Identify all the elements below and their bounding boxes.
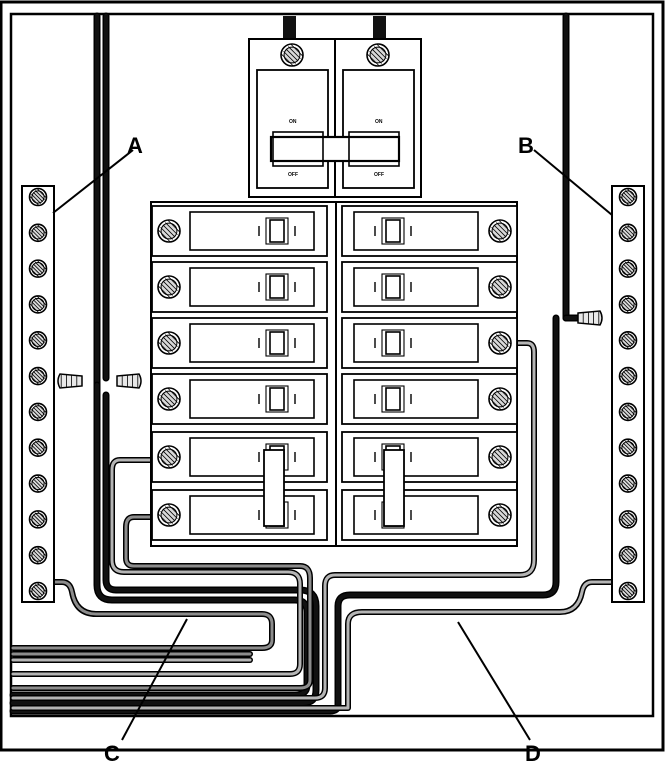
breaker-screw: [488, 503, 512, 527]
service-feed-wire-left: [283, 16, 296, 42]
tie-bar-right: [383, 449, 405, 527]
bus-bar-b-screw: [618, 438, 638, 458]
label-d: D: [525, 741, 541, 766]
wire-nut-left-1: [57, 373, 83, 389]
ground-wire-b: [10, 579, 615, 711]
leader-line-d: [457, 621, 531, 741]
branch-breaker-left-3: [151, 317, 328, 369]
wire-nuts: [57, 310, 603, 389]
breaker-screw: [488, 219, 512, 243]
tie-bar-left: [263, 449, 285, 527]
branch-breaker-left-1: [151, 205, 328, 257]
breaker-screw: [488, 387, 512, 411]
hot-wire-bundle-1: [9, 381, 311, 699]
branch-breakers: [150, 201, 518, 547]
bus-bar-b-screw: [618, 223, 638, 243]
wire-nut-right: [577, 310, 603, 326]
leader-line-c: [121, 618, 188, 741]
branch-breaker-right-4: [341, 373, 518, 425]
bus-bar-a-screw: [28, 223, 48, 243]
bus-bar-a-screw: [28, 402, 48, 422]
bus-bar-b-screw: [618, 510, 638, 529]
branch-breaker-left-6: [151, 489, 328, 541]
service-feed-wire-right: [373, 16, 386, 42]
main-breaker-screw-left: [280, 43, 304, 67]
main-breaker-off-label-left: OFF: [288, 172, 298, 178]
breaker-screw: [157, 331, 181, 355]
panel-inner-frame: [9, 12, 655, 718]
bus-bar-a-screw: [28, 366, 48, 386]
bus-bar-a-screw: [28, 545, 48, 565]
bus-bar-b-screw: [618, 187, 638, 207]
branch-breaker-right-1: [341, 205, 518, 257]
neutral-wire-breaker-2: [10, 514, 313, 691]
bus-bar-b-screw: [618, 581, 638, 601]
neutral-wire-right-breaker: [10, 340, 537, 701]
breaker-screw: [157, 275, 181, 299]
bus-bar-a: [21, 185, 55, 603]
branch-breaker-right-5: [341, 431, 518, 483]
breaker-screw: [488, 445, 512, 469]
breaker-screw: [157, 503, 181, 527]
breaker-screw: [157, 387, 181, 411]
bus-bar-b: [611, 185, 645, 603]
bus-bar-b-screw: [618, 330, 638, 350]
bus-bar-b-screw: [618, 545, 638, 565]
bus-bars: [21, 185, 645, 603]
branch-breaker-right-3: [341, 317, 518, 369]
main-breaker-screw-right: [366, 43, 390, 67]
label-a: A: [127, 133, 143, 158]
bus-bar-b-screw: [618, 474, 638, 493]
bus-bar-a-screw: [28, 510, 48, 529]
breaker-screw: [157, 445, 181, 469]
branch-breaker-left-4: [151, 373, 328, 425]
ground-wire-breaker-1: [10, 457, 303, 677]
bus-bar-a-screw: [28, 187, 48, 207]
branch-breaker-left-2: [151, 261, 328, 313]
bus-bar-b-screw: [618, 366, 638, 386]
bus-bar-a-screw: [28, 295, 48, 314]
bus-bar-b-screw: [618, 402, 638, 422]
bus-bar-a-screw: [28, 330, 48, 350]
label-c: C: [104, 741, 120, 766]
wire-nut-left-2: [116, 373, 142, 389]
neutral-wire-a: [10, 579, 275, 651]
main-breaker-off-label-right: OFF: [374, 172, 384, 178]
main-breaker: ON ON OFF OFF: [248, 38, 422, 198]
breaker-screw: [488, 331, 512, 355]
label-b: B: [518, 133, 534, 158]
main-breaker-on-label-left: ON: [289, 119, 297, 125]
main-breaker-on-label-right: ON: [375, 119, 383, 125]
bus-bar-b-screw: [618, 259, 638, 278]
branch-breaker-left-5: [151, 431, 328, 483]
bus-bar-b-screw: [618, 295, 638, 314]
bus-bar-a-screw: [28, 438, 48, 458]
branch-breaker-right-6: [341, 489, 518, 541]
bus-bar-a-screw: [28, 581, 48, 601]
breaker-screw: [488, 275, 512, 299]
bus-bar-a-screw: [28, 474, 48, 493]
bus-bar-a-screw: [28, 259, 48, 278]
branch-breaker-right-2: [341, 261, 518, 313]
leader-line-a: [52, 149, 134, 214]
leader-line-b: [533, 149, 613, 216]
breaker-screw: [157, 219, 181, 243]
wires: [9, 12, 615, 715]
